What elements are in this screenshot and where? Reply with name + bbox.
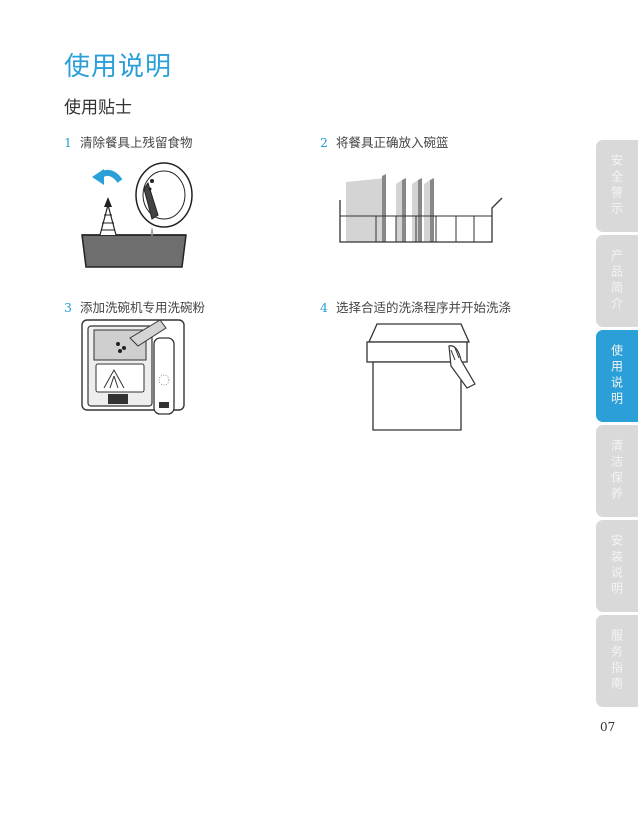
step-2-caption: 2 将餐具正确放入碗篮 <box>320 132 448 151</box>
side-nav-item-label: 安装说明 <box>609 534 624 598</box>
side-nav-item-safety[interactable]: 安全警示 <box>596 140 638 232</box>
step-number: 2 <box>320 135 328 150</box>
side-nav-item-label: 产品简介 <box>609 249 624 313</box>
dish-rack-icon <box>339 174 503 243</box>
side-nav-item-label: 清洁保养 <box>609 439 624 503</box>
step-text: 添加洗碗机专用洗碗粉 <box>79 300 205 315</box>
side-nav-item-product[interactable]: 产品简介 <box>596 235 638 327</box>
step-1-caption: 1 清除餐具上残留食物 <box>64 132 192 151</box>
side-nav-item-label: 安全警示 <box>609 154 624 218</box>
side-nav-item-cleaning[interactable]: 清洁保养 <box>596 425 638 517</box>
step-text: 将餐具正确放入碗篮 <box>335 135 449 150</box>
page-title: 使用说明 <box>64 52 173 82</box>
step-3-caption: 3 添加洗碗机专用洗碗粉 <box>64 297 205 316</box>
step-number: 4 <box>320 300 328 315</box>
scrape-plate-icon <box>81 162 193 268</box>
dishwasher-door-icon <box>366 323 476 431</box>
page-number: 07 <box>600 720 616 734</box>
step-number: 1 <box>64 135 72 150</box>
side-nav-item-label: 使用说明 <box>609 344 624 408</box>
step-text: 清除餐具上残留食物 <box>79 135 193 150</box>
side-nav-item-installation[interactable]: 安装说明 <box>596 520 638 612</box>
step-number: 3 <box>64 300 72 315</box>
side-nav-item-label: 服务指南 <box>609 629 624 693</box>
step-text: 选择合适的洗涤程序并开始洗涤 <box>335 300 511 315</box>
section-title: 使用贴士 <box>64 98 132 118</box>
step-4-caption: 4 选择合适的洗涤程序并开始洗涤 <box>320 297 511 316</box>
detergent-dispenser-icon <box>81 319 185 415</box>
side-nav-item-usage[interactable]: 使用说明 <box>596 330 638 422</box>
side-nav-item-service[interactable]: 服务指南 <box>596 615 638 707</box>
